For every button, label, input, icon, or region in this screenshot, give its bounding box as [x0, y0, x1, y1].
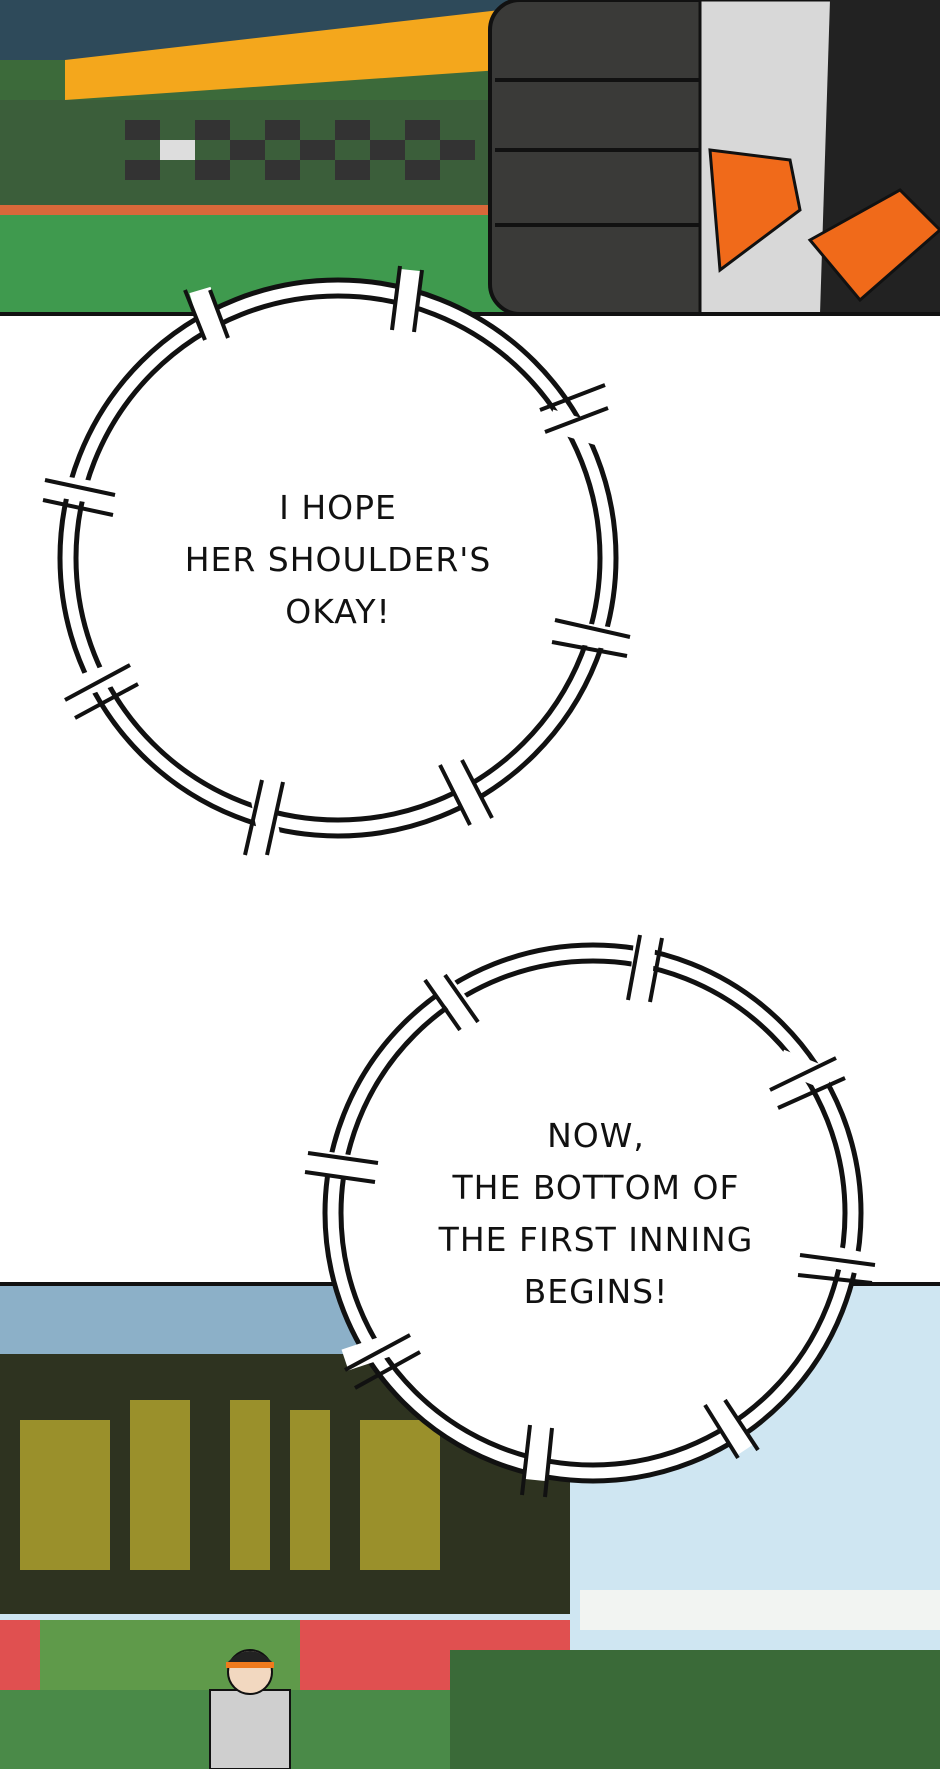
bubble-2-line: BEGINS! [523, 1272, 669, 1311]
bubble-1-text: I HOPE HER SHOULDER'S OKAY! [185, 482, 492, 638]
bubble-2-line: THE FIRST INNING [438, 1220, 754, 1259]
checker-wall [125, 120, 475, 180]
bubble-2-line: NOW, [547, 1116, 645, 1155]
bubble-2-text: NOW, THE BOTTOM OF THE FIRST INNING BEGI… [439, 1110, 754, 1318]
catcher-figure [488, 0, 940, 316]
scoreboard-lights [20, 1400, 440, 1570]
bubble-2-line: THE BOTTOM OF [452, 1168, 740, 1207]
top-panel [0, 0, 940, 316]
pitcher-figure [209, 1649, 291, 1769]
bubble-1-line: HER SHOULDER'S [184, 540, 492, 579]
speech-bubble-1 [42, 265, 631, 856]
speech-bubble-2 [304, 934, 876, 1498]
bubble-1-line: OKAY! [285, 592, 391, 631]
bubble-1-line: I HOPE [279, 488, 397, 527]
